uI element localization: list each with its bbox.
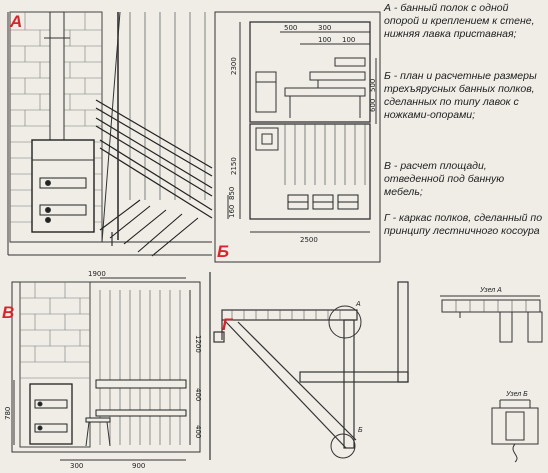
panel-label-b: Б bbox=[217, 242, 229, 261]
dim-b-2300: 2300 bbox=[230, 57, 238, 75]
dim-b-2500: 2500 bbox=[300, 236, 318, 244]
panel-b-drawing bbox=[214, 11, 381, 263]
legend-g: Г - каркас полков, сделанный по принципу… bbox=[384, 212, 543, 237]
dim-v-780: 780 bbox=[4, 407, 12, 420]
node-mark-a: А bbox=[355, 301, 361, 308]
panel-g-drawing bbox=[209, 272, 409, 460]
panel-label-a: А bbox=[9, 12, 22, 31]
dim-v-400a: 400 bbox=[194, 388, 202, 401]
legend-v: В - расчет площади, отведенной под банну… bbox=[384, 160, 505, 198]
dim-b-160: 160 bbox=[228, 205, 236, 218]
dim-v-1200: 1200 bbox=[194, 335, 202, 353]
panel-label-v: В bbox=[2, 303, 14, 322]
dim-b-500: 500 bbox=[284, 24, 297, 32]
dim-b-600: 600 bbox=[369, 99, 377, 112]
dim-b-300: 300 bbox=[318, 24, 331, 32]
dim-b-100a: 100 bbox=[318, 36, 331, 44]
panel-a-drawing bbox=[7, 11, 213, 257]
dim-b-500v: 500 bbox=[369, 79, 377, 92]
panel-label-g: Г bbox=[222, 315, 234, 334]
legend-b: Б - план и расчетные размеры трехъярусны… bbox=[384, 70, 537, 121]
dim-b-850: 850 bbox=[228, 187, 236, 200]
dim-b-2150: 2150 bbox=[230, 157, 238, 175]
node-b-title: Узел Б bbox=[505, 391, 528, 398]
legend-a: А - банный полок с одной опорой и крепле… bbox=[384, 2, 535, 40]
node-b-detail bbox=[491, 399, 539, 463]
dim-v-300: 300 bbox=[70, 462, 83, 470]
node-mark-b: Б bbox=[358, 427, 363, 434]
node-a-title: Узел А bbox=[479, 287, 502, 294]
dim-v-400b: 400 bbox=[194, 425, 202, 438]
dim-b-100b: 100 bbox=[342, 36, 355, 44]
dim-v-900: 900 bbox=[132, 462, 145, 470]
panel-v-drawing bbox=[11, 277, 201, 461]
dim-v-1900: 1900 bbox=[88, 270, 106, 278]
node-a-detail bbox=[440, 295, 543, 343]
